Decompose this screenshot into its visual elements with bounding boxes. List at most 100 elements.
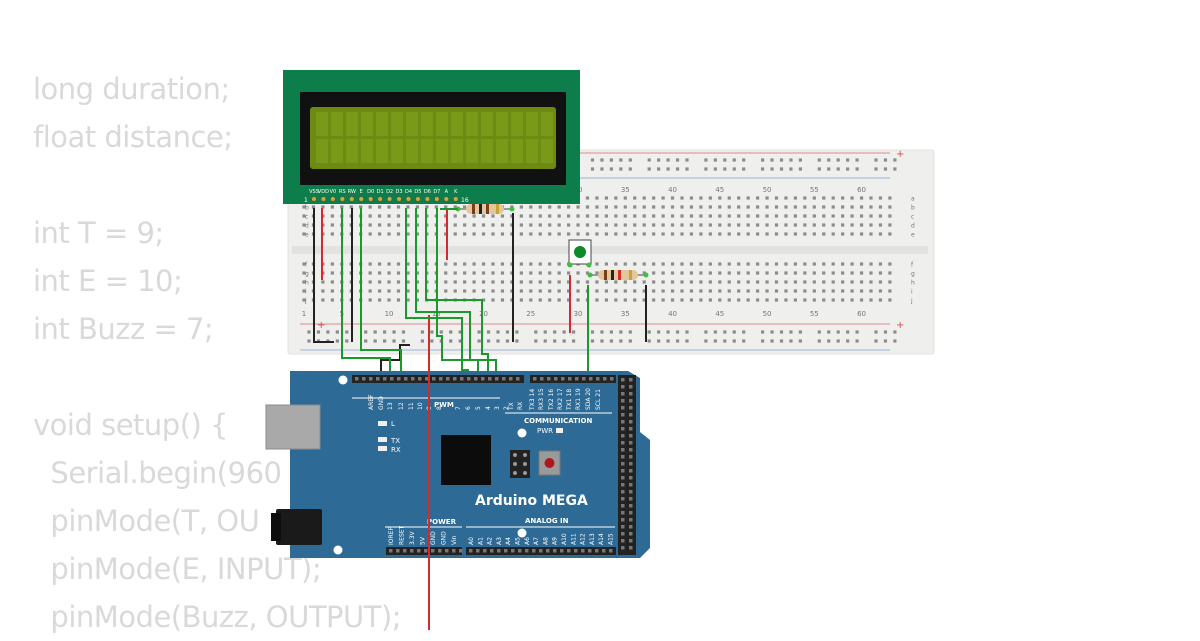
breadboard-hole bbox=[689, 232, 694, 236]
rail-hole bbox=[572, 330, 576, 334]
rail-hole bbox=[883, 339, 888, 343]
rail-hole bbox=[486, 339, 491, 343]
breadboard-hole bbox=[850, 262, 854, 266]
breadboard-hole bbox=[557, 205, 561, 209]
rail-hole bbox=[373, 330, 377, 334]
breadboard-hole bbox=[529, 205, 533, 209]
breadboard-hole bbox=[500, 280, 505, 284]
mount-hole bbox=[338, 375, 348, 385]
breadboard-hole bbox=[670, 289, 675, 293]
rail-hole bbox=[562, 330, 566, 334]
rail-hole bbox=[836, 158, 840, 162]
breadboard-hole bbox=[453, 271, 457, 275]
rail-hole bbox=[543, 339, 547, 343]
breadboard-hole bbox=[595, 232, 599, 236]
header-pin bbox=[629, 378, 633, 382]
breadboard-hole bbox=[623, 214, 627, 218]
breadboard-hole bbox=[652, 214, 656, 218]
column-number-bottom: 25 bbox=[526, 310, 535, 318]
breadboard-hole bbox=[727, 280, 731, 284]
rail-hole bbox=[657, 330, 661, 334]
rail-hole bbox=[477, 339, 481, 343]
breadboard-hole bbox=[661, 289, 665, 293]
breadboard-hole bbox=[472, 214, 476, 218]
lcd-pin bbox=[387, 196, 393, 202]
row-letter-right: c bbox=[911, 214, 914, 221]
breadboard-center-channel bbox=[292, 246, 928, 254]
column-number-top: 35 bbox=[621, 186, 630, 194]
row-letter-left: d bbox=[305, 223, 309, 230]
analog-pin-label: A3 bbox=[496, 537, 503, 545]
breadboard-hole bbox=[746, 205, 750, 209]
breadboard-hole bbox=[633, 262, 637, 266]
breadboard-hole bbox=[538, 223, 542, 227]
breadboard-hole bbox=[718, 223, 722, 227]
breadboard-hole bbox=[378, 223, 382, 227]
breadboard-hole bbox=[576, 205, 580, 209]
rail-hole bbox=[732, 330, 736, 334]
rail-hole bbox=[515, 339, 519, 343]
row-letter-right: a bbox=[911, 196, 915, 203]
breadboard-hole bbox=[500, 298, 505, 302]
breadboard-hole bbox=[699, 298, 703, 302]
header-pin bbox=[425, 377, 429, 381]
breadboard-hole bbox=[812, 298, 816, 302]
breadboard-hole bbox=[491, 298, 495, 302]
rail-hole bbox=[685, 158, 689, 162]
rail-hole bbox=[486, 330, 491, 334]
rail-hole bbox=[855, 158, 859, 162]
header-pin bbox=[469, 549, 473, 553]
rail-hole bbox=[779, 158, 784, 162]
rail-hole bbox=[723, 339, 727, 343]
breadboard-hole bbox=[576, 232, 580, 236]
breadboard-hole bbox=[765, 262, 769, 266]
breadboard-hole bbox=[869, 196, 873, 200]
breadboard-hole bbox=[519, 262, 523, 266]
breadboard-hole bbox=[708, 271, 712, 275]
breadboard-hole bbox=[652, 196, 656, 200]
lcd-pin-label: A bbox=[445, 189, 449, 195]
analog-pin-label: A12 bbox=[580, 533, 587, 545]
breadboard-hole bbox=[727, 223, 731, 227]
breadboard-hole bbox=[614, 298, 618, 302]
breadboard-hole bbox=[878, 223, 883, 227]
breadboard-hole bbox=[869, 262, 873, 266]
breadboard-hole bbox=[784, 196, 788, 200]
rail-hole bbox=[704, 158, 708, 162]
breadboard-hole bbox=[803, 205, 807, 209]
breadboard-hole bbox=[689, 205, 694, 209]
breadboard-hole bbox=[708, 280, 712, 284]
reset-button bbox=[538, 450, 561, 476]
header-pin bbox=[629, 469, 633, 473]
breadboard-hole bbox=[689, 196, 694, 200]
breadboard-hole bbox=[812, 205, 816, 209]
breadboard-hole bbox=[330, 214, 334, 218]
breadboard-hole bbox=[595, 262, 599, 266]
rail-hole bbox=[392, 330, 396, 334]
breadboard-hole bbox=[481, 262, 486, 266]
breadboard-hole bbox=[378, 271, 382, 275]
header-pin bbox=[474, 377, 478, 381]
breadboard-hole bbox=[718, 232, 722, 236]
breadboard-hole bbox=[878, 196, 883, 200]
code-line: Serial.begin(960 bbox=[33, 456, 282, 490]
breadboard-hole bbox=[822, 262, 826, 266]
rail-hole bbox=[827, 330, 831, 334]
breadboard-hole bbox=[576, 214, 580, 218]
digital-header-1 bbox=[352, 375, 524, 383]
breadboard-hole bbox=[519, 205, 523, 209]
breadboard-hole bbox=[406, 214, 410, 218]
breadboard-hole bbox=[661, 232, 665, 236]
breadboard-hole bbox=[850, 289, 854, 293]
header-pin bbox=[629, 504, 633, 508]
breadboard-hole bbox=[633, 223, 637, 227]
row-letter-left: i bbox=[305, 289, 307, 296]
rail-hole bbox=[846, 339, 850, 343]
rail-hole bbox=[685, 330, 689, 334]
lcd-pin-first: 1 bbox=[304, 197, 308, 204]
lcd-pin bbox=[339, 196, 345, 202]
breadboard-hole bbox=[481, 280, 486, 284]
rail-hole bbox=[713, 339, 717, 343]
rail-hole bbox=[761, 330, 765, 334]
breadboard-hole bbox=[463, 205, 467, 209]
